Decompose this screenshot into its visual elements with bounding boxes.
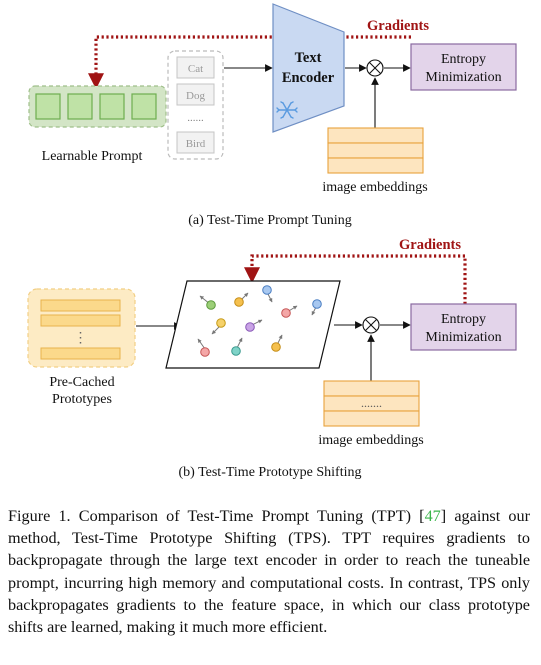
class-name-ellipsis: ...... (187, 112, 204, 124)
prompt-token (35, 93, 61, 120)
prototype-point (271, 342, 281, 352)
entropy-a-line1: Entropy (441, 52, 486, 67)
panel-b-caption: (b) Test-Time Prototype Shifting (179, 465, 362, 480)
feature-space (165, 280, 341, 369)
image-embeddings-a (327, 127, 424, 174)
panel-a: Gradients Learnable Prompt Cat Dog .....… (28, 3, 517, 228)
class-name-cat: Cat (188, 63, 203, 75)
figure-caption: Figure 1. Comparison of Test-Time Prompt… (8, 505, 530, 638)
prompt-token (67, 93, 93, 120)
learnable-prompt-label: Learnable Prompt (42, 149, 143, 164)
entropy-minimization-b: Entropy Minimization (410, 303, 517, 351)
panel-a-caption: (a) Test-Time Prompt Tuning (188, 213, 352, 228)
class-name-bird: Bird (186, 138, 206, 150)
caption-part1: Figure 1. Comparison of Test-Time Prompt… (8, 507, 425, 525)
prototype-point (216, 318, 226, 328)
text-encoder-line2: Encoder (282, 70, 335, 86)
prototype-point (206, 300, 216, 310)
multiply-circle-icon (362, 316, 380, 334)
multiply-circle-icon (366, 59, 384, 77)
snowflake-icon (276, 101, 298, 119)
caption-part2: ] against our method, Test-Time Prototyp… (8, 507, 530, 637)
prototype-point (262, 285, 272, 295)
class-name-list: Cat Dog ...... Bird (167, 50, 224, 160)
image-embeddings-b: ....... (323, 380, 420, 427)
prototype-point (234, 297, 244, 307)
image-embeddings-label-a: image embeddings (322, 180, 427, 195)
gradient-arrow-a (88, 35, 411, 90)
prototype-point (231, 346, 241, 356)
prompt-token (99, 93, 125, 120)
text-encoder-line1: Text (295, 50, 322, 66)
prototype-point (281, 308, 291, 318)
gradients-label-b: Gradients (399, 237, 461, 253)
cache-ellipsis: ⋮ (74, 331, 88, 346)
prototype-point (312, 299, 322, 309)
entropy-b-line1: Entropy (441, 312, 486, 327)
entropy-a-line2: Minimization (425, 70, 501, 85)
prototype-point (245, 322, 255, 332)
text-encoder: Text Encoder (272, 3, 345, 133)
prototype-point (200, 347, 210, 357)
panel-b: Gradients ⋮ Pre-Cached Prototypes (27, 237, 517, 480)
pre-cached-prototypes: ⋮ (27, 288, 136, 368)
entropy-minimization-a: Entropy Minimization (410, 43, 517, 91)
citation-link[interactable]: 47 (424, 507, 441, 525)
prototypes-label-line2: Prototypes (52, 392, 112, 407)
prompt-token (131, 93, 157, 120)
entropy-b-line2: Minimization (425, 330, 501, 345)
class-name-dog: Dog (186, 90, 205, 102)
gradient-arrow-b (244, 254, 467, 304)
embedding-ellipsis: ....... (361, 396, 382, 410)
gradients-label-a: Gradients (367, 18, 429, 34)
image-embeddings-label-b: image embeddings (318, 433, 423, 448)
learnable-prompt (28, 85, 167, 128)
prototypes-label-line1: Pre-Cached (49, 375, 114, 390)
prototype-shift-points (197, 285, 322, 357)
